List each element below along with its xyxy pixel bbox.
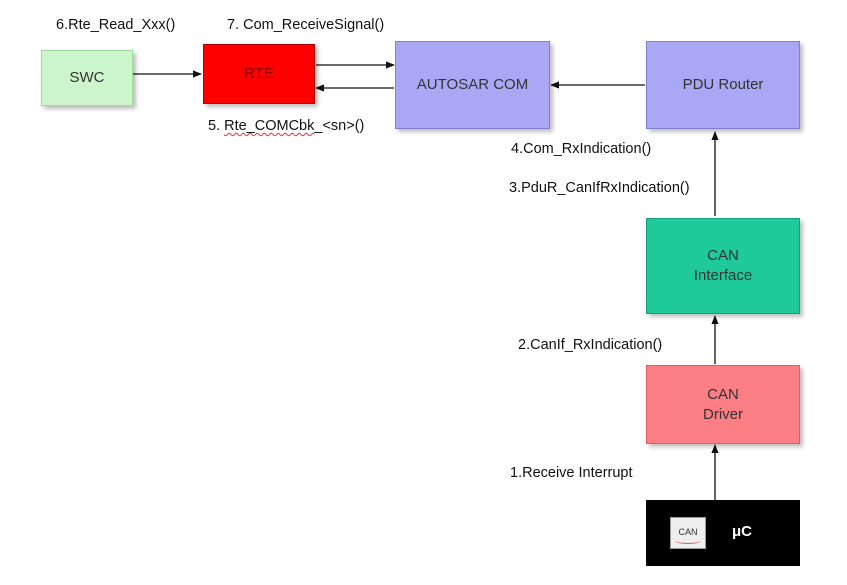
can-interface-label: CAN Interface [693,247,753,284]
rte-box: RTE [203,44,315,104]
autosar-com-box: AUTOSAR COM [395,41,550,129]
step7-label: 7. Com_ReceiveSignal() [227,17,385,33]
can-driver-box: CAN Driver [646,365,800,444]
can-chip-icon: CAN [670,517,706,549]
step5-prefix: 5. [208,118,225,134]
step2-label: 2.CanIf_RxIndication() [518,337,663,353]
microcontroller-label: μC [732,523,753,540]
can-chip-label: CAN [678,527,698,537]
step3-label: 3.PduR_CanIfRxIndication() [509,180,690,196]
step5-suffix: _<sn>() [314,118,365,134]
microcontroller-box: CAN μC [646,500,800,566]
pdu-router-label: PDU Router [682,76,764,93]
can-interface-box: CAN Interface [646,218,800,314]
step5-label: 5. Rte_COMCbk_<sn>() [208,118,364,134]
autosar-com-label: AUTOSAR COM [416,76,529,93]
can-driver-label: CAN Driver [703,385,743,423]
step5-callback-name: Rte_COMCbk [224,118,315,134]
step4-label: 4.Com_RxIndication() [511,141,652,157]
swc-label: SWC [69,69,105,86]
pdu-router-box: PDU Router [646,41,800,129]
step1-label: 1.Receive Interrupt [510,465,633,481]
swc-box: SWC [41,50,133,106]
rte-label: RTE [244,65,274,82]
step6-label: 6.Rte_Read_Xxx() [56,17,176,33]
